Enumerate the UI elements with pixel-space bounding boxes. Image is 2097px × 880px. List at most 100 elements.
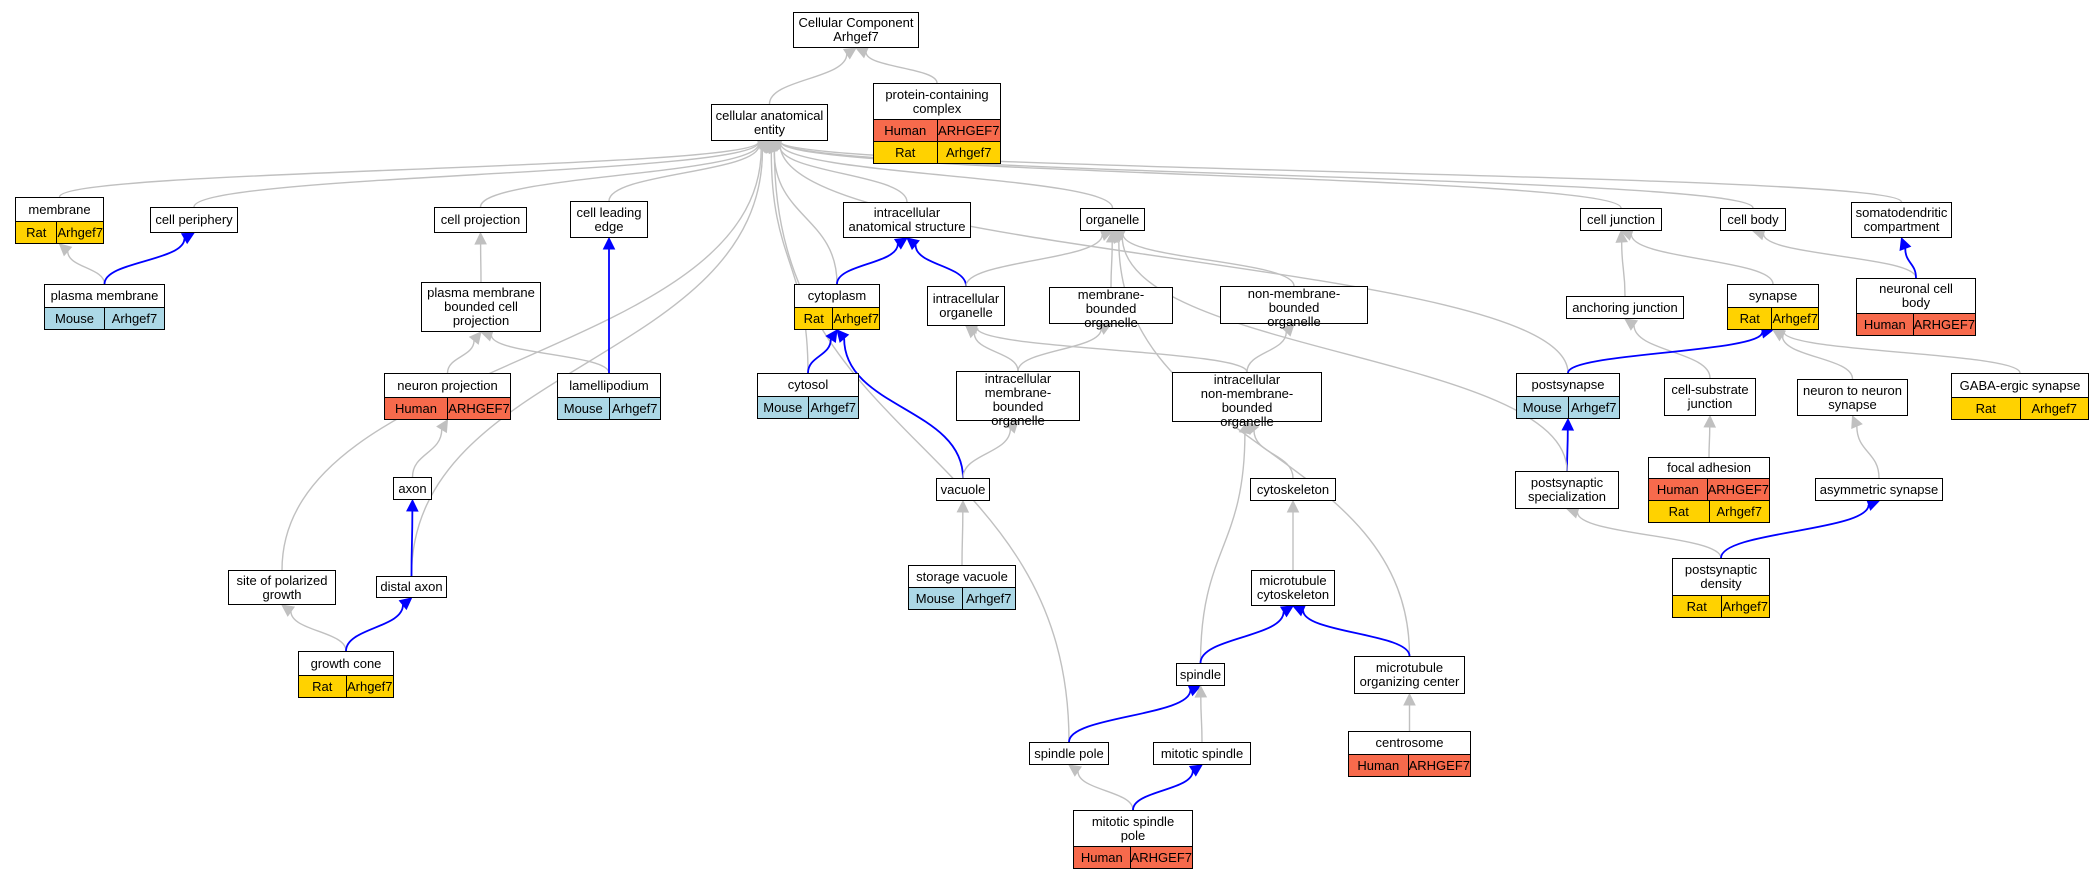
edge-is-a xyxy=(479,143,760,208)
node-label: axon xyxy=(398,480,427,496)
edge-is-a xyxy=(411,429,443,478)
edge-is-a xyxy=(290,611,347,652)
node-label: plasma membrane bounded cell projection xyxy=(427,285,535,328)
edge-arrowhead xyxy=(1279,605,1294,618)
gene-cell: Arhgef7 xyxy=(56,222,103,243)
edge-part-of xyxy=(1720,504,1870,559)
edge-arrowhead xyxy=(854,46,870,59)
node-label: GABA-ergic synapse xyxy=(1959,377,2081,393)
node-label: somatodendritic compartment xyxy=(1855,205,1948,234)
node-label: cellular anatomical entity xyxy=(715,107,824,137)
edge-is-a xyxy=(1856,426,1880,479)
node-label: site of polarized growth xyxy=(236,572,328,602)
node-label: organelle xyxy=(1085,211,1140,227)
gene-cell: ARHGEF7 xyxy=(1706,479,1769,500)
edge-is-a xyxy=(1122,233,1295,287)
species-cell: Mouse xyxy=(558,398,609,419)
edge-arrowhead xyxy=(1703,414,1717,428)
node-label: intracellular membrane-bounded organelle xyxy=(984,371,1052,428)
gene-cell: Arhgef7 xyxy=(1567,397,1619,418)
edge-part-of xyxy=(1199,611,1285,664)
edge-arrowhead xyxy=(1561,417,1575,431)
gene-cell: Arhgef7 xyxy=(807,397,858,418)
edge-arrowhead xyxy=(1624,318,1639,331)
node-microtubule-cytoskeleton: microtubule cytoskeleton xyxy=(1251,570,1335,606)
edge-is-a xyxy=(1017,328,1102,372)
node-asymmetric-synapse: asymmetric synapse xyxy=(1815,478,1943,501)
node-label: intracellular organelle xyxy=(932,291,1000,320)
node-label: focal adhesion xyxy=(1667,460,1751,475)
edge-is-a xyxy=(779,141,1622,209)
node-label: postsynaptic specialization xyxy=(1527,475,1607,504)
node-label: cell body xyxy=(1727,211,1779,227)
edge-arrowhead xyxy=(956,499,970,513)
edge-is-a xyxy=(779,140,1903,203)
edge-is-a xyxy=(1781,335,1854,380)
edge-arrowhead xyxy=(1238,420,1252,435)
edge-is-a xyxy=(1110,241,1113,288)
node-label: spindle xyxy=(1179,666,1222,682)
species-cell: Mouse xyxy=(909,588,962,609)
edge-is-a xyxy=(1783,331,2021,374)
edge-arrowhead xyxy=(825,329,838,344)
edge-is-a xyxy=(58,141,760,198)
edge-is-a xyxy=(965,234,1103,287)
node-anchoring-junction: anchoring junction xyxy=(1566,296,1684,319)
edge-is-a xyxy=(67,251,106,285)
node-label: distal axon xyxy=(380,579,443,594)
gene-cell: ARHGEF7 xyxy=(447,398,510,419)
edge-arrowhead xyxy=(281,604,296,617)
node-label: cytoskeleton xyxy=(1256,481,1330,497)
node-label: anchoring junction xyxy=(1572,299,1678,315)
node-cellular-anatomical-entity: cellular anatomical entity xyxy=(711,104,828,141)
node-organelle: organelle xyxy=(1080,208,1145,231)
node-postsynaptic-specialization: postsynaptic specialization xyxy=(1515,471,1619,509)
edge-part-of xyxy=(1904,248,1917,279)
edge-is-a xyxy=(779,144,1569,374)
node-label: intracellular anatomical structure xyxy=(848,205,966,234)
edge-arrowhead xyxy=(836,329,850,343)
edge-arrowhead xyxy=(842,47,857,60)
node-label: neuron to neuron synapse xyxy=(1802,382,1903,412)
edge-arrowhead xyxy=(1286,499,1300,513)
edge-is-a xyxy=(768,53,848,105)
edge-is-a xyxy=(962,428,1012,479)
node-label: cell junction xyxy=(1587,211,1655,227)
edge-arrowhead xyxy=(893,237,908,250)
gene-cell: ARHGEF7 xyxy=(936,120,1000,141)
edge-part-of xyxy=(410,510,414,577)
species-cell: Mouse xyxy=(1517,397,1568,418)
species-cell: Rat xyxy=(795,308,833,329)
node-label: neuronal cell body xyxy=(1879,281,1953,310)
node-label: postsynaptic density xyxy=(1684,562,1758,591)
node-cell-projection: cell projection xyxy=(434,207,527,233)
node-intracellular-nmb-organelle: intracellular non-membrane-bounded organ… xyxy=(1172,372,1322,429)
gene-cell: Arhgef7 xyxy=(1708,501,1769,522)
edge-is-a xyxy=(608,144,760,202)
edge-arrowhead xyxy=(1111,230,1126,242)
node-neuron-to-neuron-synapse: neuron to neuron synapse xyxy=(1797,379,1908,416)
node-label: vacuole xyxy=(940,481,986,497)
edge-is-a xyxy=(1576,512,1722,559)
edge-arrowhead xyxy=(468,331,482,345)
node-label: cell leading edge xyxy=(576,204,642,234)
edge-is-a xyxy=(1630,234,1774,285)
gene-cell: ARHGEF7 xyxy=(1407,755,1470,776)
edge-is-a xyxy=(446,340,475,374)
edge-arrowhead xyxy=(474,231,487,245)
node-label: spindle pole xyxy=(1034,745,1104,761)
